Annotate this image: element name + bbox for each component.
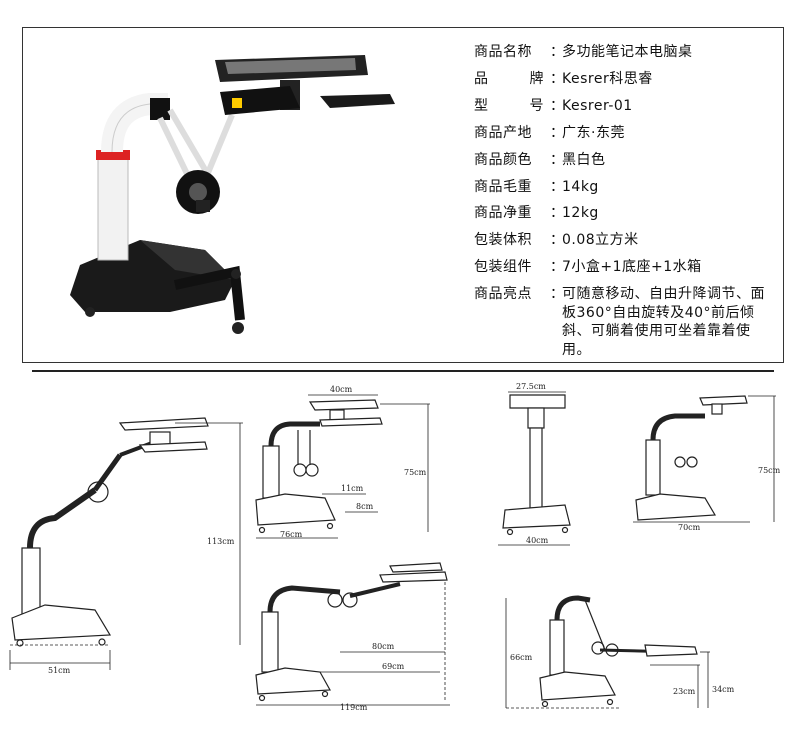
spec-row-components: 包装组件：7小盒+1底座+1水箱 [474,259,702,276]
dim-d4-base: 70cm [678,523,701,532]
spec-row-brand: 品牌：Kesrer科思睿 [474,70,653,87]
dim-d5-a: 80cm [372,642,395,651]
dim-d3-top: 27.5cm [516,382,546,391]
diagram-3 [498,391,571,546]
dim-d2-small2: 8cm [356,502,374,511]
spec-row-name: 商品名称：多功能笔记本电脑桌 [474,44,693,60]
dim-d2-small1: 11cm [341,484,364,493]
dim-d6-a: 23cm [673,687,696,696]
diagram-6 [505,595,710,709]
spec-row-highlights: 商品亮点：可随意移动、自由升降调节、面板360°自由旋转及40°前后倾斜、可躺着… [474,286,765,358]
diagram-4 [633,395,776,523]
spec-list: 商品名称：多功能笔记本电脑桌 品牌：Kesrer科思睿 型号：Kesrer-01… [474,39,774,359]
dim-d1-base: 51cm [48,666,71,675]
spec-row-color: 商品颜色：黑白色 [474,151,606,168]
product-photo [70,55,395,334]
dim-d3-base: 40cm [526,536,549,545]
product-info-frame [22,27,784,363]
spec-row-net-weight: 商品净重：12kg [474,205,599,222]
dim-d2-top: 40cm [330,385,353,394]
spec-row-volume: 包装体积：0.08立方米 [474,232,639,249]
dim-d4-height: 75cm [758,466,781,475]
spec-row-gross-weight: 商品毛重：14kg [474,178,599,195]
spec-row-model: 型号：Kesrer-01 [474,97,633,114]
dim-d2-height: 75cm [404,468,427,477]
diagram-1 [9,417,243,670]
dim-d5-base: 119cm [340,703,368,712]
dim-d6-b: 34cm [712,685,735,694]
section-divider [32,370,774,372]
dim-d6-height: 66cm [510,653,533,662]
spec-row-origin: 商品产地：广东·东莞 [474,124,625,141]
dim-d2-base: 76cm [280,530,303,539]
diagram-2 [255,394,430,539]
dim-d5-b: 69cm [382,662,405,671]
dim-d1-height: 113cm [207,537,235,546]
diagram-5 [255,562,450,706]
